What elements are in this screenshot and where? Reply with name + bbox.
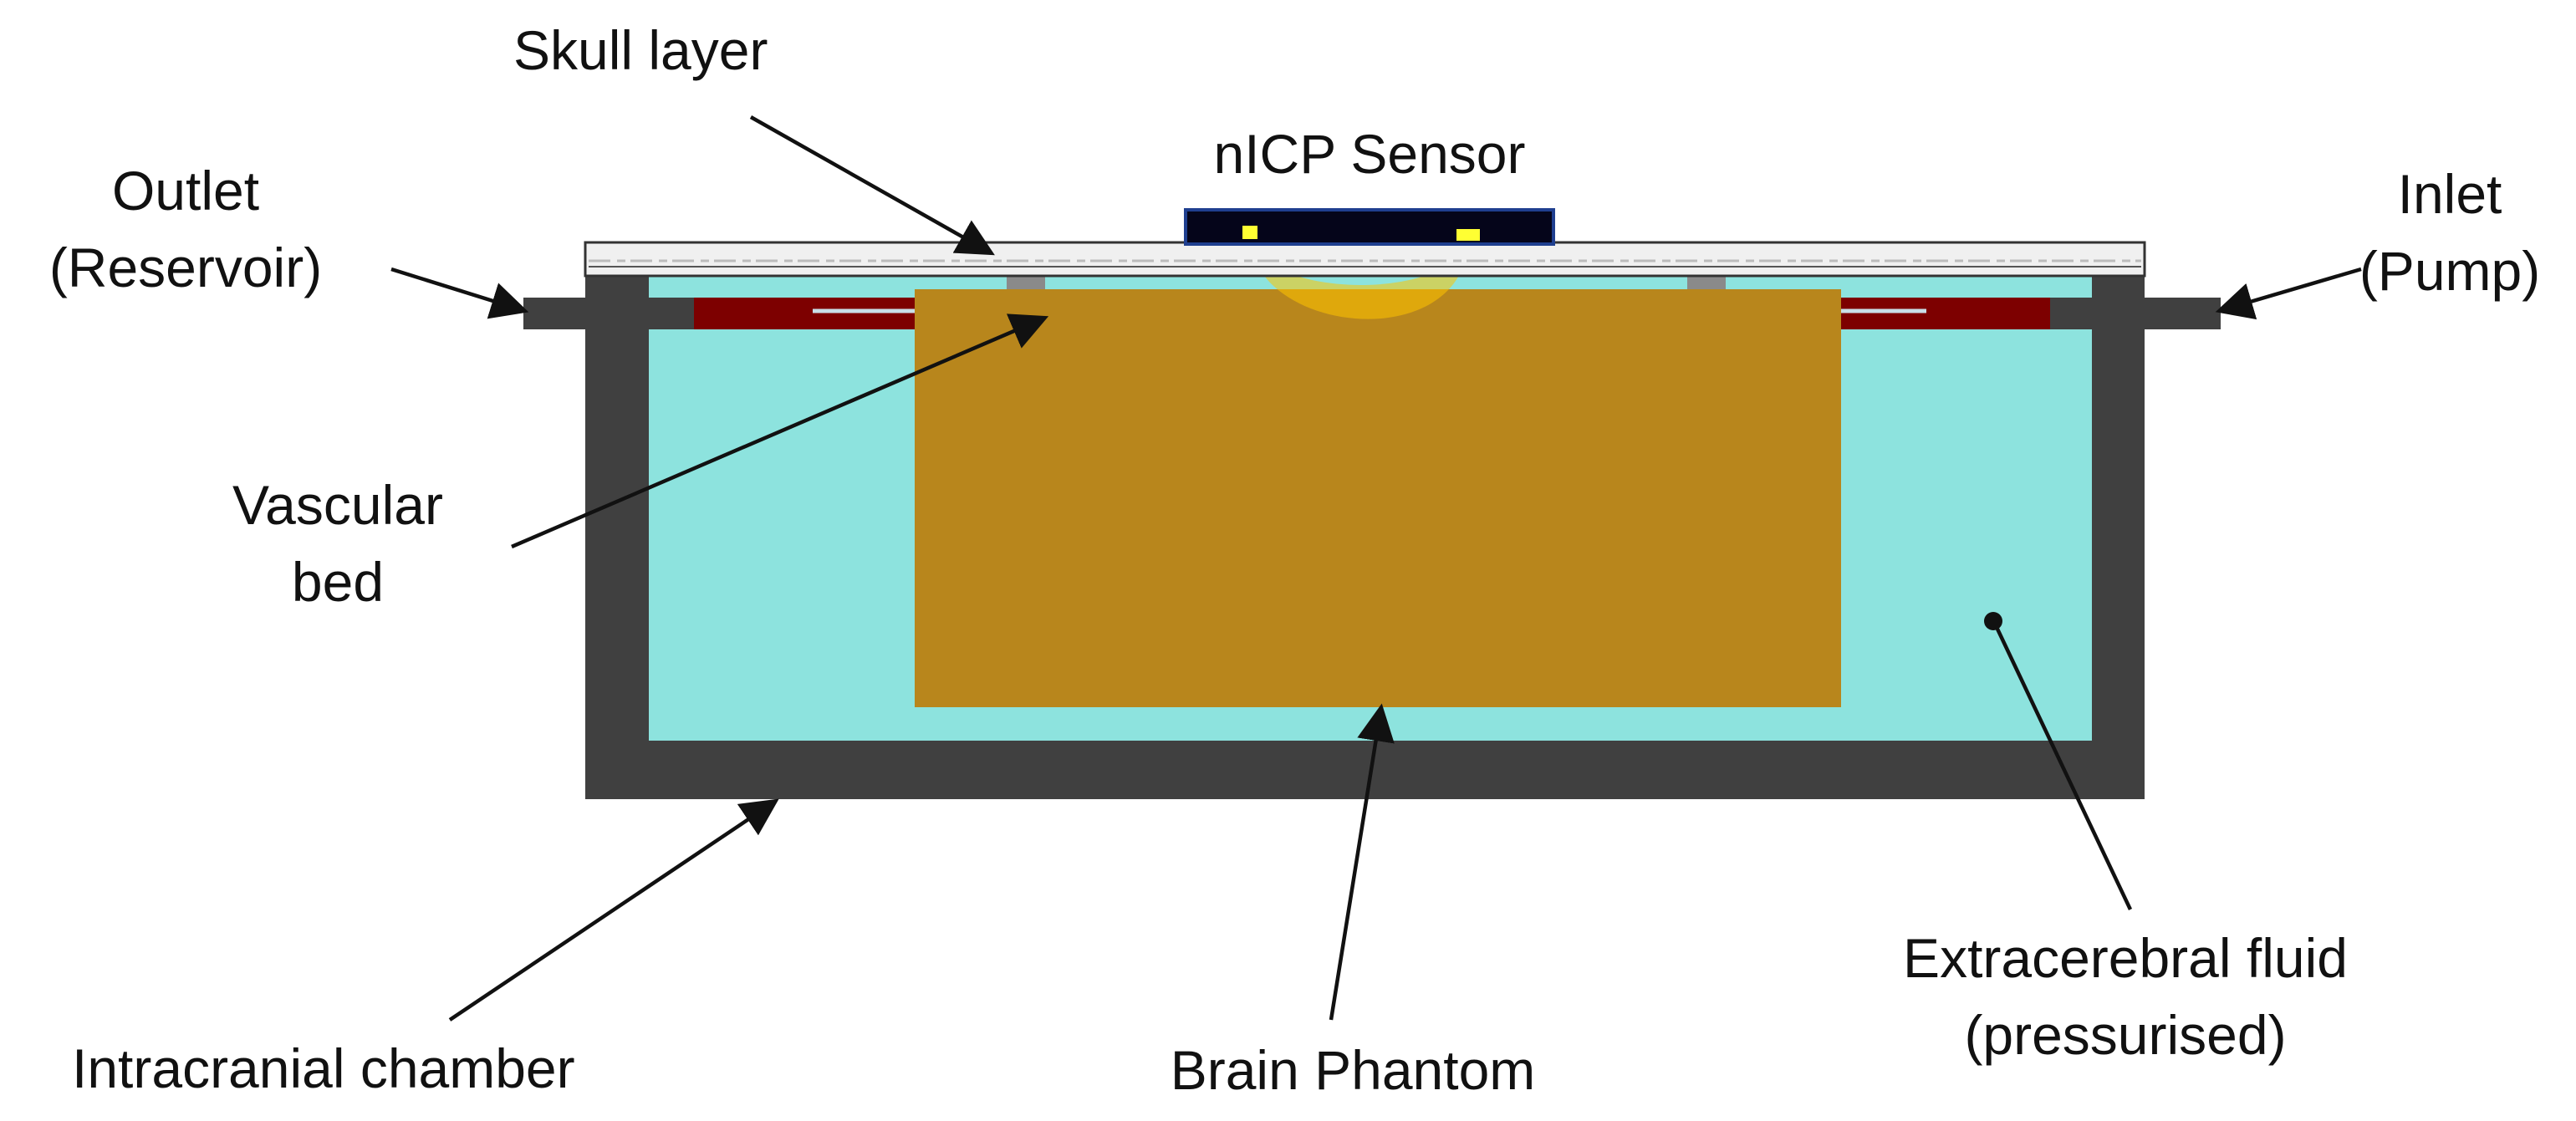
brain-phantom [915, 289, 1841, 707]
nicp-sensor [1184, 208, 1555, 246]
spacer-right [1687, 276, 1726, 291]
vascular-bed-label-line2: bed [291, 551, 385, 613]
intracranial-chamber-label: Intracranial chamber [72, 1037, 575, 1099]
spacer-left [1007, 276, 1045, 291]
inlet-label-line2: (Pump) [2359, 240, 2541, 302]
outlet-tube [523, 298, 694, 329]
inlet-label: Inlet (Pump) [2359, 155, 2540, 309]
inlet-tube [2050, 298, 2221, 329]
sensor-emitter-left [1242, 226, 1257, 239]
skull-layer-arrow [749, 115, 995, 256]
intracranial-chamber-arrow [448, 798, 779, 1022]
outlet-label-line1: Outlet [111, 160, 260, 222]
brain-phantom-arrow [1329, 703, 1395, 1021]
outlet-arrow [390, 267, 529, 319]
skull-layer [584, 241, 2146, 278]
skull-layer-label: Skull layer [513, 19, 768, 81]
extracerebral-fluid-dot [1984, 612, 2002, 630]
brain-phantom-label: Brain Phantom [1170, 1039, 1536, 1101]
extracerebral-fluid-label-line2: (pressurised) [1964, 1004, 2287, 1066]
nicp-sensor-label: nICP Sensor [1213, 123, 1526, 185]
sensor-detector-right [1456, 229, 1480, 241]
extracerebral-fluid-label: Extracerebral fluid (pressurised) [1903, 920, 2348, 1073]
outlet-label: Outlet (Reservoir) [49, 152, 322, 306]
extracerebral-fluid-label-line1: Extracerebral fluid [1903, 927, 2348, 989]
vascular-bed-label-line1: Vascular [232, 474, 443, 536]
vascular-bed-label: Vascular bed [232, 466, 443, 620]
outlet-label-line2: (Reservoir) [48, 237, 323, 298]
extracerebral-fluid-leader [1992, 623, 2133, 910]
vascular-bed-arrow [511, 313, 1049, 549]
inlet-arrow [2215, 267, 2362, 320]
inlet-label-line1: Inlet [2397, 163, 2502, 225]
sensor-field [1251, 247, 1468, 319]
